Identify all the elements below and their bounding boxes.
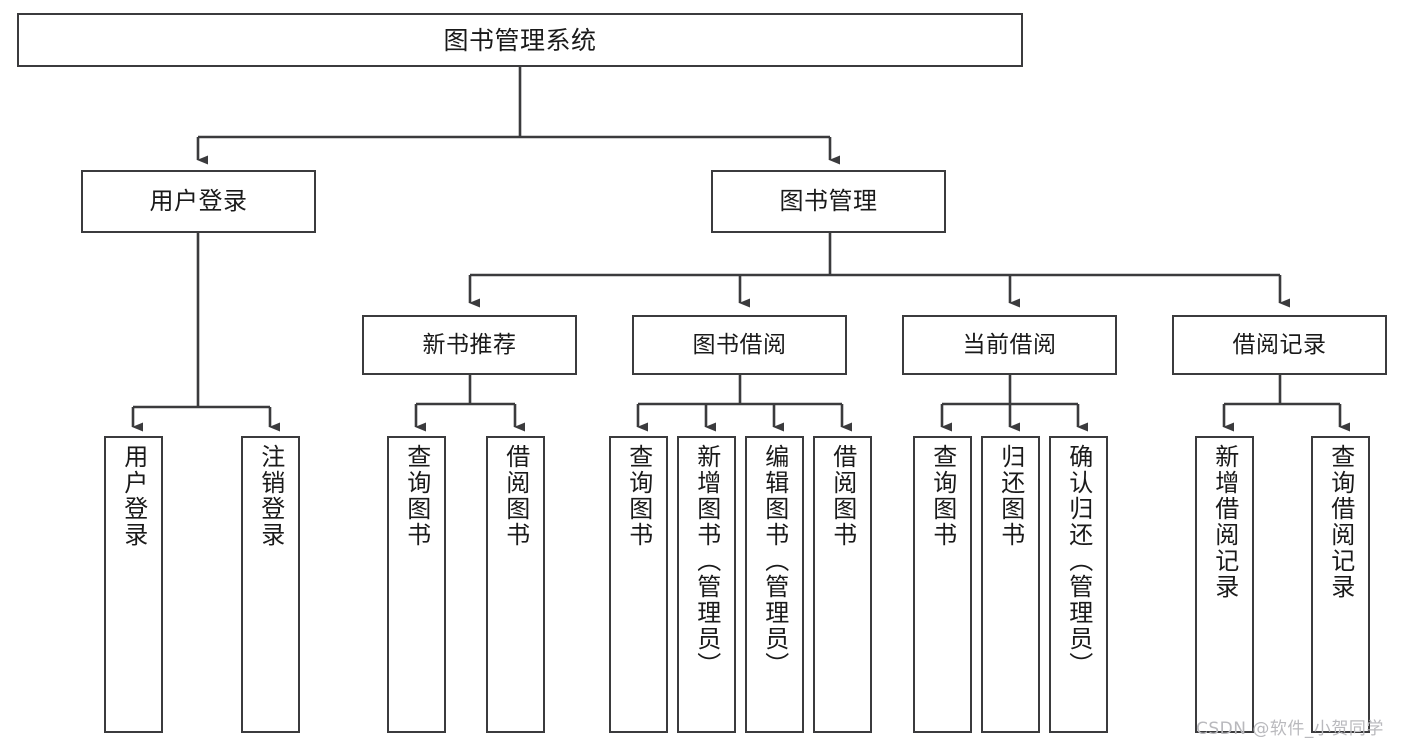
leaf-return-book[interactable]: 归还图书 (981, 436, 1040, 733)
node-label: 查询借阅记录 (1326, 444, 1355, 600)
node-label: 新书推荐 (422, 331, 517, 358)
leaf-edit-book-admin[interactable]: 编辑图书（管理员） (745, 436, 804, 733)
leaf-query-book-currentborrow[interactable]: 查询图书 (913, 436, 972, 733)
node-label: 查询图书 (928, 444, 957, 548)
node-root-system[interactable]: 图书管理系统 (17, 13, 1023, 67)
leaf-query-book-newbooks[interactable]: 查询图书 (387, 436, 446, 733)
node-label: 图书管理 (779, 186, 878, 215)
leaf-add-borrow-record[interactable]: 新增借阅记录 (1195, 436, 1254, 733)
node-label: 用户登录 (149, 186, 248, 215)
node-borrow-record[interactable]: 借阅记录 (1172, 315, 1387, 375)
node-label: 确认归还（管理员） (1064, 444, 1093, 678)
leaf-confirm-return-admin[interactable]: 确认归还（管理员） (1049, 436, 1108, 733)
node-label: 借阅记录 (1232, 331, 1327, 358)
node-label: 归还图书 (996, 444, 1025, 548)
node-user-login[interactable]: 用户登录 (81, 170, 316, 233)
node-book-borrow[interactable]: 图书借阅 (632, 315, 847, 375)
leaf-logout[interactable]: 注销登录 (241, 436, 300, 733)
node-label: 新增图书（管理员） (692, 444, 721, 678)
node-label: 用户登录 (119, 444, 148, 548)
node-label: 当前借阅 (962, 331, 1057, 358)
leaf-query-borrow-record[interactable]: 查询借阅记录 (1311, 436, 1370, 733)
leaf-add-book-admin[interactable]: 新增图书（管理员） (677, 436, 736, 733)
node-label: 图书管理系统 (443, 25, 597, 55)
node-label: 图书借阅 (692, 331, 787, 358)
leaf-query-book-bookborrow[interactable]: 查询图书 (609, 436, 668, 733)
leaf-user-login[interactable]: 用户登录 (104, 436, 163, 733)
node-label: 查询图书 (624, 444, 653, 548)
node-label: 借阅图书 (501, 444, 530, 548)
leaf-borrow-book-newbooks[interactable]: 借阅图书 (486, 436, 545, 733)
node-label: 借阅图书 (828, 444, 857, 548)
node-label: 注销登录 (256, 444, 285, 548)
node-label: 查询图书 (402, 444, 431, 548)
node-label: 编辑图书（管理员） (760, 444, 789, 678)
node-book-management[interactable]: 图书管理 (711, 170, 946, 233)
node-label: 新增借阅记录 (1210, 444, 1239, 600)
node-current-borrow[interactable]: 当前借阅 (902, 315, 1117, 375)
node-new-book-recommend[interactable]: 新书推荐 (362, 315, 577, 375)
leaf-borrow-book-bookborrow[interactable]: 借阅图书 (813, 436, 872, 733)
